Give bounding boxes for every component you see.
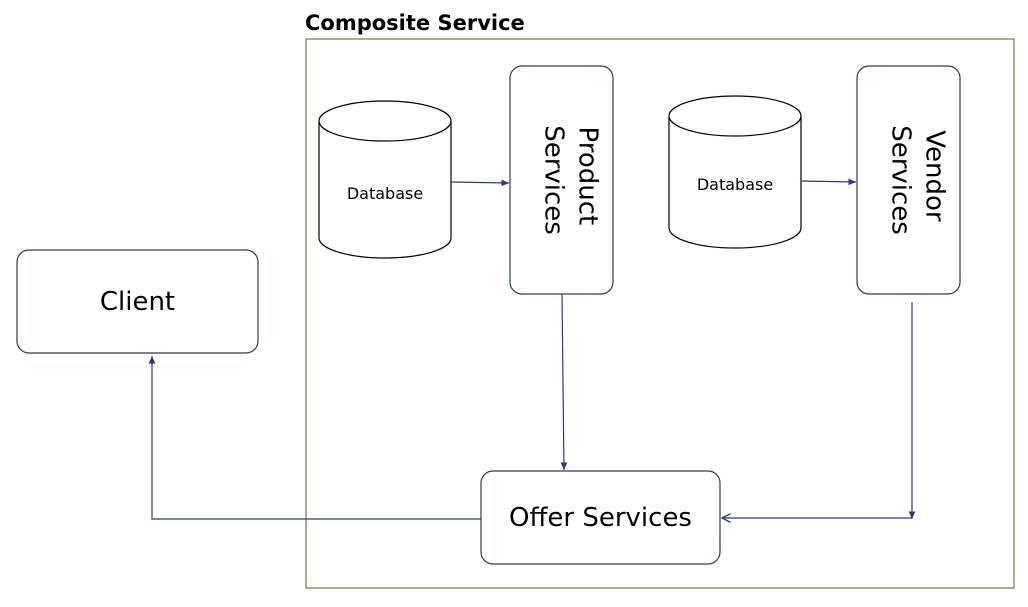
vendor-services-node[interactable]: Vendor Services: [856, 65, 961, 295]
product-services-node[interactable]: Product Services: [509, 65, 614, 295]
composite-service-title: Composite Service: [305, 11, 525, 35]
vendor-services-line2: Services: [886, 125, 916, 235]
database-product-node[interactable]: Database: [318, 100, 452, 259]
composite-service-frame: [305, 38, 1015, 589]
product-services-label: Product Services: [539, 125, 603, 235]
client-label: Client: [100, 287, 175, 317]
database-product-label: Database: [347, 184, 423, 203]
client-node[interactable]: Client: [16, 249, 259, 354]
database-vendor-node[interactable]: Database: [668, 95, 802, 249]
offer-services-node[interactable]: Offer Services: [480, 470, 721, 565]
edge-database-vendor-to-vendor-services: [800, 178, 857, 186]
vendor-services-line1: Vendor: [920, 130, 950, 222]
product-services-line1: Product: [573, 127, 603, 226]
edge-product-services-to-offer-services: [560, 293, 568, 471]
vendor-services-label: Vendor Services: [886, 125, 950, 235]
offer-services-label: Offer Services: [509, 503, 692, 533]
edge-offer-services-to-client: [148, 356, 481, 520]
product-services-line2: Services: [539, 125, 569, 235]
edge-database-product-to-product-services: [450, 179, 510, 187]
database-vendor-label: Database: [697, 175, 773, 194]
